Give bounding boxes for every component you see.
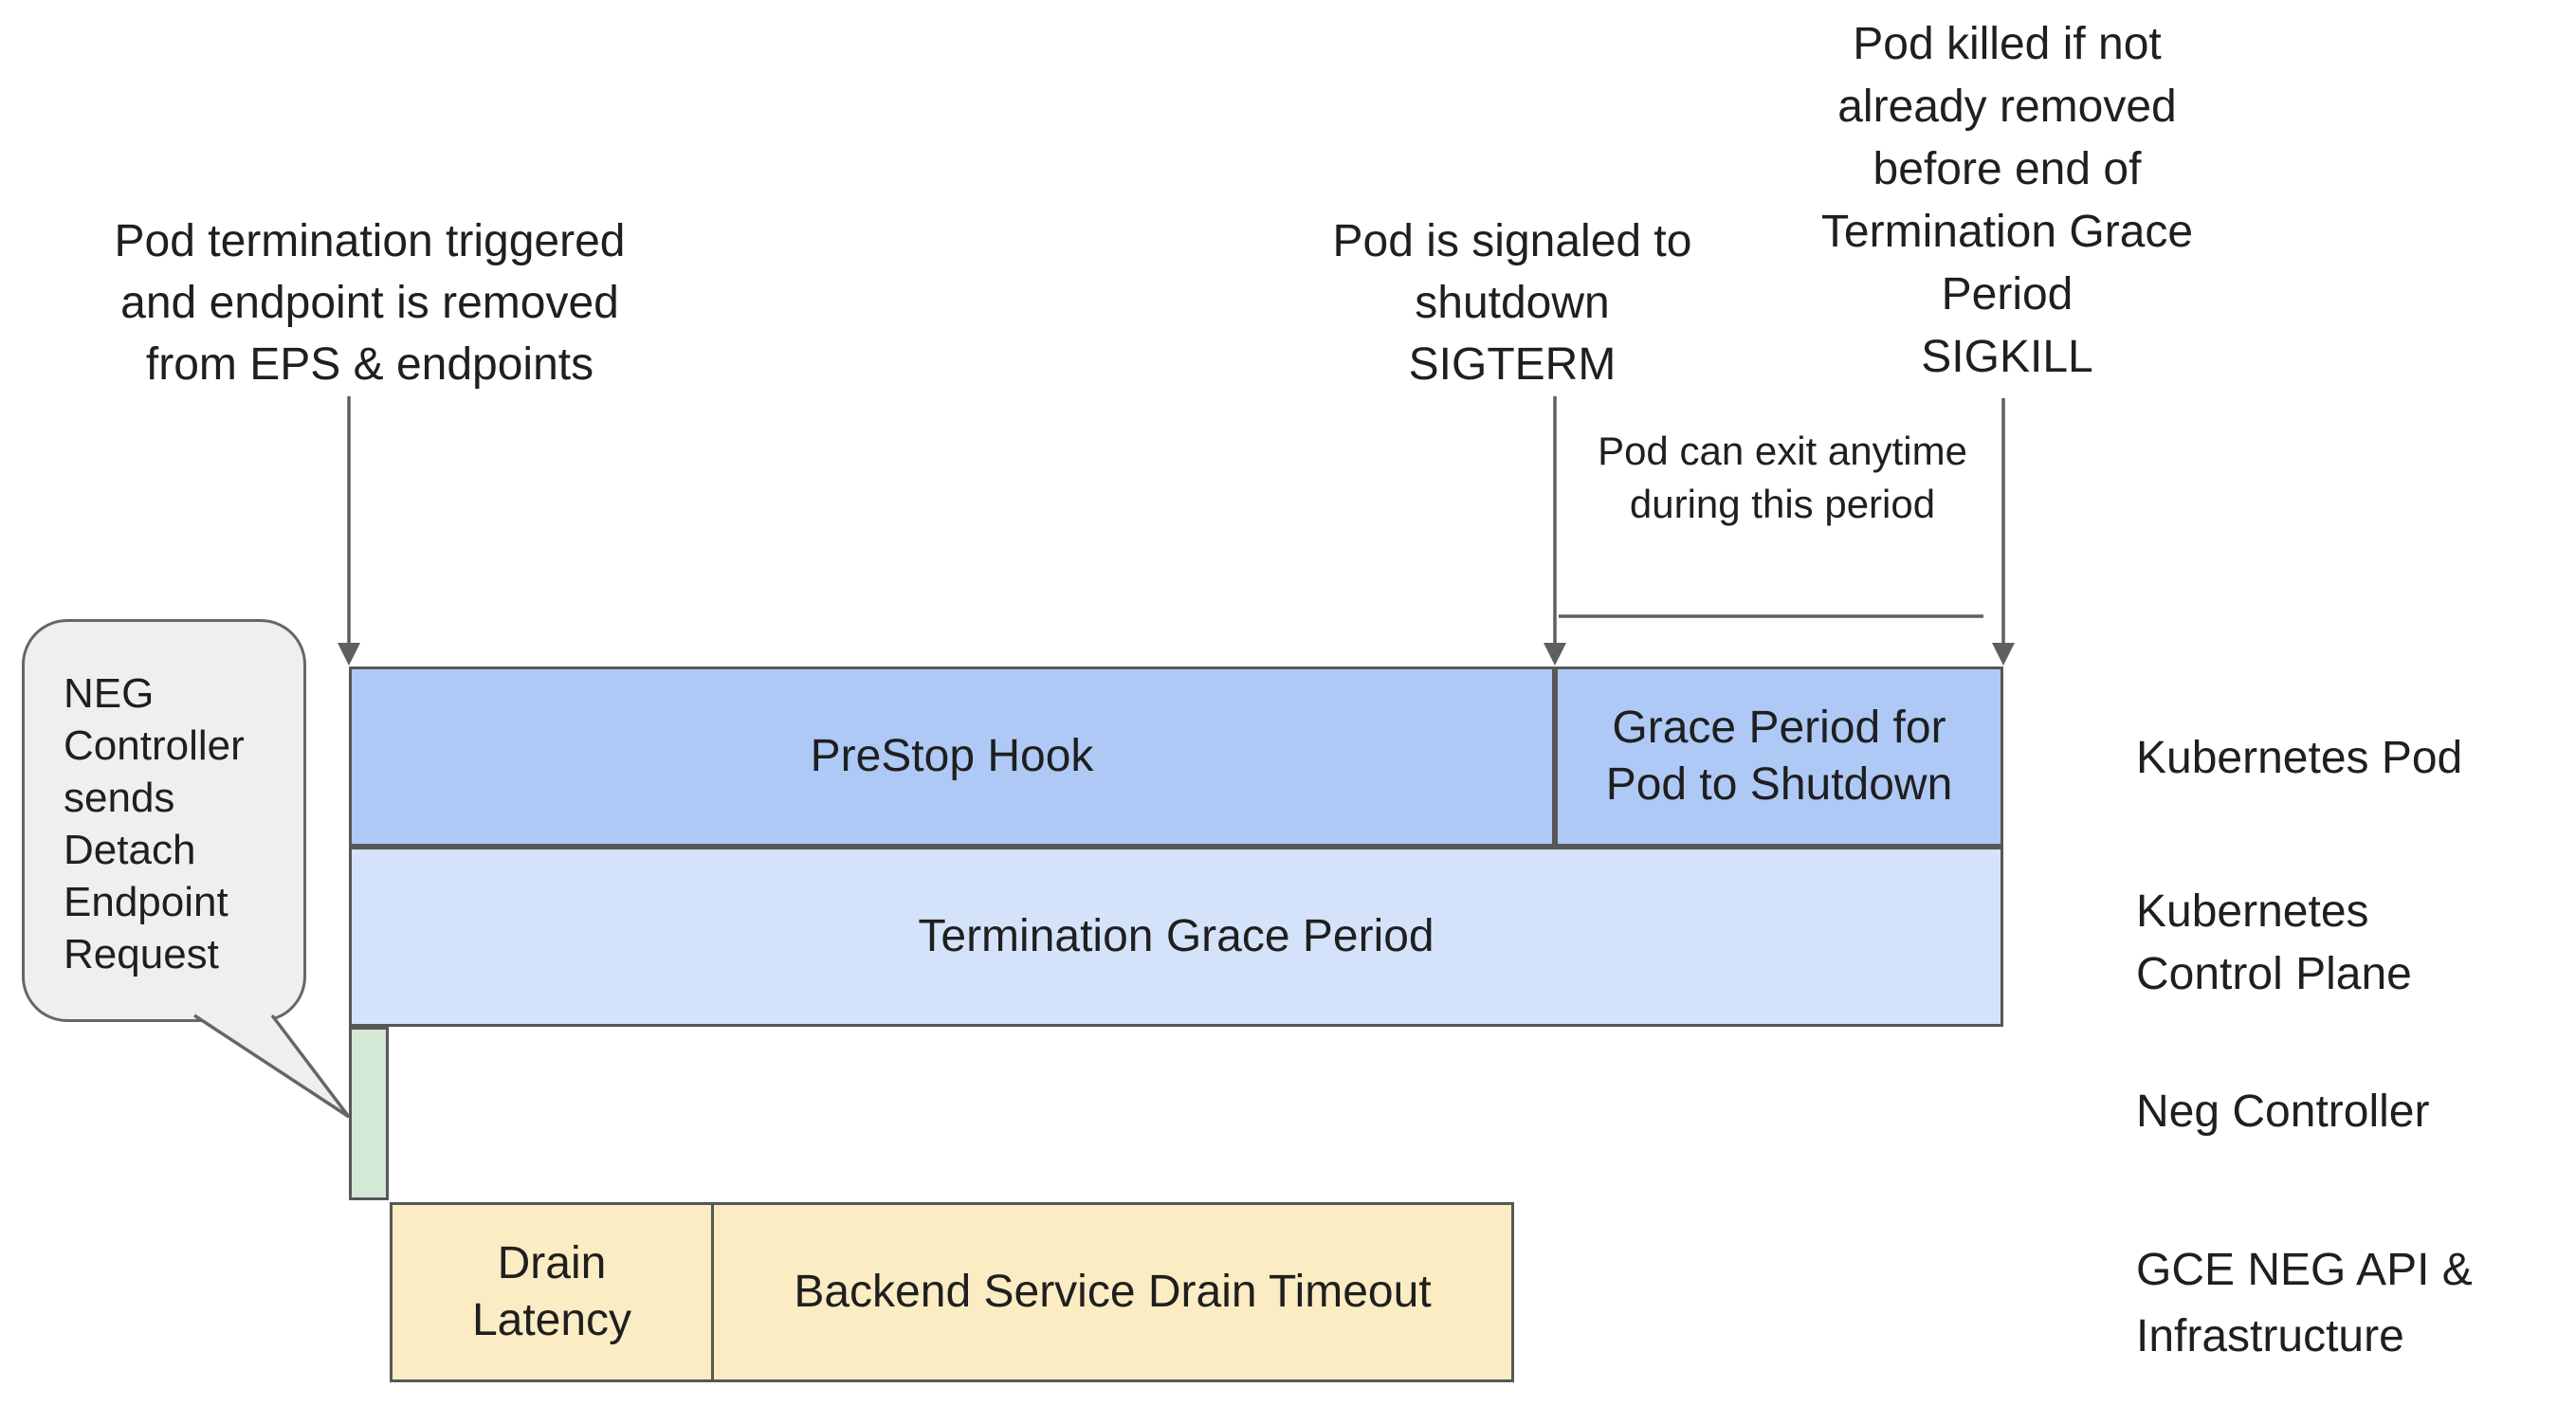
backend-service-drain-timeout-cell: Backend Service Drain Timeout [711,1202,1514,1382]
pod-termination-arrowhead-icon [338,643,360,666]
sigkill-arrowhead-icon [1992,643,2015,666]
backend-service-drain-timeout-label: Backend Service Drain Timeout [794,1267,1432,1317]
grace-period-shutdown-label: Grace Period for Pod to Shutdown [1605,703,1953,810]
sigterm-arrowhead-icon [1544,643,1566,666]
neg-controller-speech-bubble: NEG Controller sends Detach Endpoint Req… [22,619,306,1022]
pod-termination-triggered-note: Pod termination triggered and endpoint i… [114,216,626,390]
drain-latency-label: Drain Latency [471,1238,632,1345]
gce-drain-bar: Drain Latency Backend Service Drain Time… [390,1202,1514,1382]
lane-label-gce-neg-api: GCE NEG API & Infrastructure [2136,1245,2473,1361]
drain-latency-cell: Drain Latency [390,1202,711,1382]
termination-grace-period-label: Termination Grace Period [918,911,1434,961]
lane-label-neg-controller: Neg Controller [2136,1086,2430,1137]
grace-period-shutdown-bar: Grace Period for Pod to Shutdown [1555,666,2003,847]
termination-grace-period-bar: Termination Grace Period [349,847,2003,1027]
lane-label-kubernetes-pod: Kubernetes Pod [2136,733,2463,783]
sigkill-note: Pod killed if not already removed before… [1820,19,2194,382]
prestop-hook-label: PreStop Hook [810,731,1094,781]
speech-bubble-tail [193,1013,351,1119]
prestop-hook-bar: PreStop Hook [349,666,1555,847]
neg-detach-bar [349,1027,389,1200]
lane-label-kubernetes-control-plane: Kubernetes Control Plane [2136,886,2412,999]
sigterm-note: Pod is signaled to shutdown SIGTERM [1332,216,1692,390]
pod-can-exit-note: Pod can exit anytime during this period [1598,429,1967,526]
